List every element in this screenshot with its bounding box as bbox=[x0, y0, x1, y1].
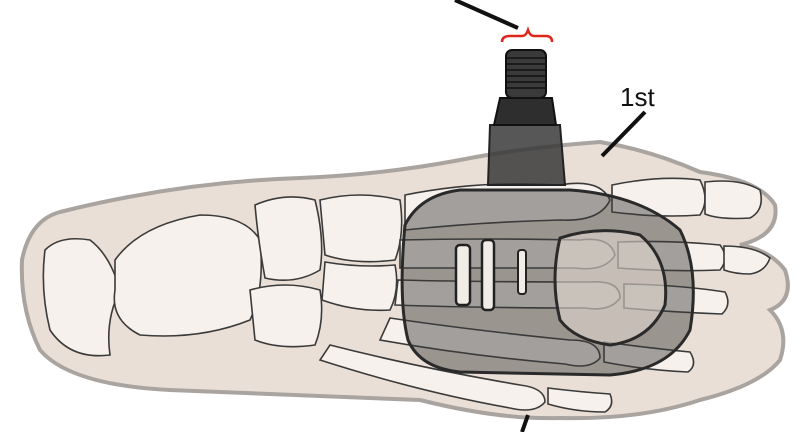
spindle-nut bbox=[492, 97, 558, 126]
phalanx-2-tip bbox=[723, 245, 771, 275]
leader-line-1st bbox=[600, 110, 647, 158]
phalanx-5 bbox=[547, 387, 613, 413]
phalanx-1-tip bbox=[704, 180, 763, 220]
cuneiform-bone-2 bbox=[321, 261, 398, 312]
navicular-bone bbox=[254, 196, 323, 281]
red-bracket bbox=[500, 26, 554, 43]
cuboid-bone bbox=[249, 284, 323, 348]
cleat-slot-2 bbox=[480, 238, 496, 312]
talus-bone bbox=[113, 214, 263, 337]
thread-lines bbox=[506, 57, 546, 89]
pedal-cage-opening bbox=[553, 229, 668, 347]
pedal bbox=[400, 49, 695, 377]
phalanx-4 bbox=[603, 341, 695, 373]
leader-line-top bbox=[454, 0, 519, 30]
metatarsal-4 bbox=[378, 317, 601, 367]
leader-line-bottom bbox=[520, 414, 530, 432]
spindle-thread bbox=[505, 49, 547, 99]
label-1st: 1st bbox=[620, 82, 655, 112]
spindle-body bbox=[486, 124, 567, 186]
metatarsal-5 bbox=[318, 344, 546, 411]
calcaneus-bone bbox=[42, 237, 121, 357]
cuneiform-bone bbox=[319, 194, 403, 263]
cleat-slot-1 bbox=[454, 243, 472, 307]
cleat-slot-3 bbox=[517, 249, 527, 295]
